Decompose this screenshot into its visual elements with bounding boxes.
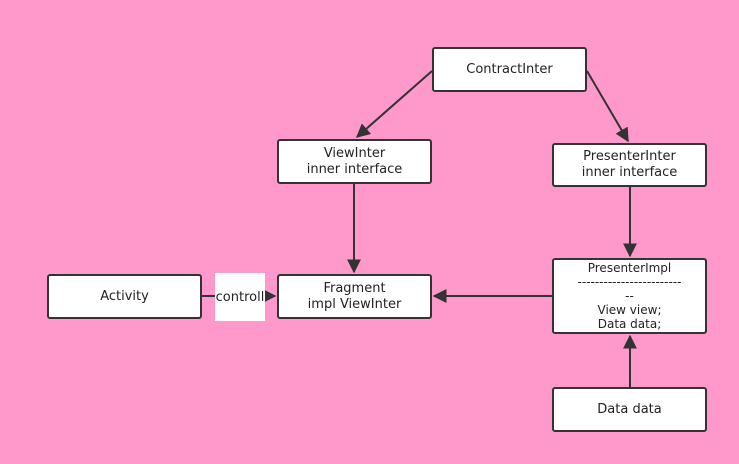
node-view-inter-line-0: ViewInter: [323, 145, 386, 161]
node-presenter-impl-line-1: ------------------------: [577, 275, 682, 289]
node-fragment-line-1: impl ViewInter: [307, 296, 402, 312]
node-presenter-impl-line-0: PresenterImpl: [587, 261, 672, 275]
edge-contract-to-viewinter: [355, 70, 433, 138]
node-contract-inter: ContractInter: [432, 47, 587, 92]
node-data-data: Data data: [552, 387, 707, 432]
node-presenter-impl-line-2: --: [625, 289, 634, 303]
node-data-data-line-0: Data data: [597, 401, 662, 417]
node-presenter-impl-line-3: View view;: [597, 303, 662, 317]
node-activity-line-0: Activity: [100, 288, 149, 304]
node-presenter-impl: PresenterImpl ------------------------ -…: [552, 258, 707, 334]
edge-contract-to-presinter: [586, 70, 629, 143]
node-presenter-inter: PresenterInter inner interface: [552, 143, 707, 187]
node-view-inter: ViewInter inner interface: [277, 139, 432, 184]
node-presenter-inter-line-0: PresenterInter: [583, 149, 676, 164]
node-contract-inter-line-0: ContractInter: [466, 61, 553, 77]
edge-label-controll: controll: [215, 273, 265, 321]
node-presenter-inter-line-1: inner interface: [581, 165, 678, 180]
node-fragment-line-0: Fragment: [323, 280, 386, 296]
node-activity: Activity: [47, 274, 202, 319]
node-view-inter-line-1: inner interface: [306, 161, 403, 177]
node-presenter-impl-line-4: Data data;: [597, 317, 662, 331]
node-fragment: Fragment impl ViewInter: [277, 274, 432, 319]
